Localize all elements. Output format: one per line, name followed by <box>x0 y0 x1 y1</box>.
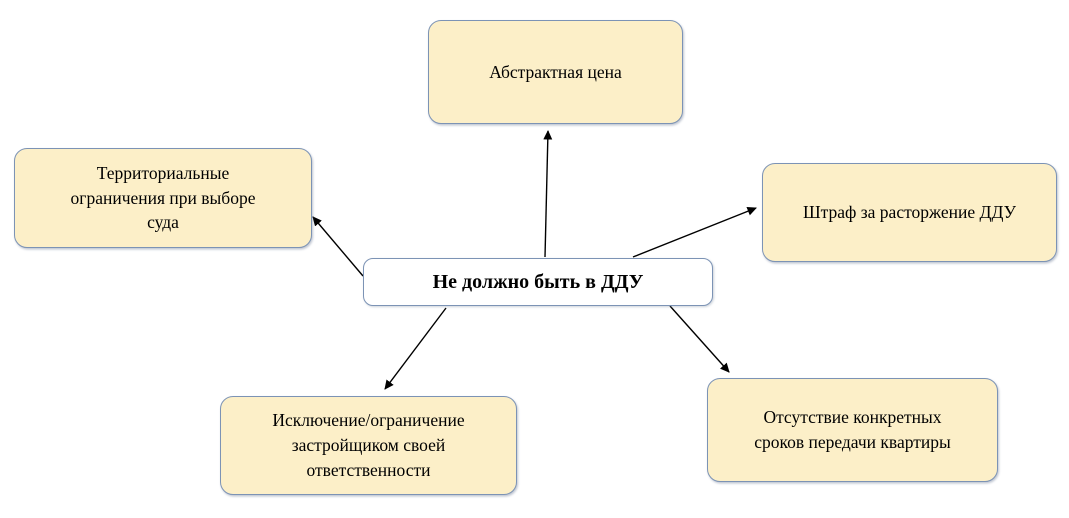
arrow-center-to-bottom-right <box>669 305 730 373</box>
arrow-center-to-right <box>632 206 757 258</box>
node-territorial-restrictions: Территориальные ограничения при выборе с… <box>14 148 312 248</box>
node-center-title: Не должно быть в ДДУ <box>363 258 713 306</box>
node-no-transfer-deadlines: Отсутствие конкретных сроков передачи кв… <box>707 378 998 482</box>
node-termination-penalty: Штраф за расторжение ДДУ <box>762 163 1057 262</box>
arrow-center-to-bottom-left <box>384 307 447 390</box>
node-abstract-price: Абстрактная цена <box>428 20 683 124</box>
node-liability-exclusion: Исключение/ограничение застройщиком свое… <box>220 396 517 495</box>
arrow-center-to-left <box>312 216 364 277</box>
arrow-center-to-top <box>543 130 553 258</box>
